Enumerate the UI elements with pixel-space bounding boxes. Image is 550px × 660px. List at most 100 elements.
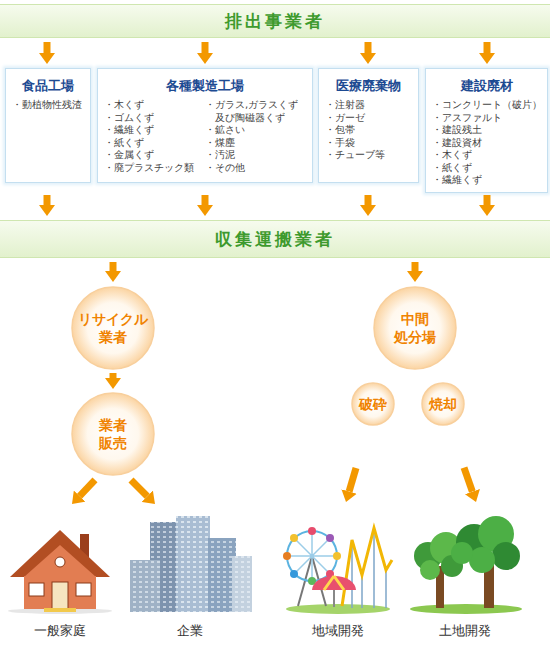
building-windows xyxy=(232,556,252,612)
process-circle: リサイクル 業者 xyxy=(71,286,155,370)
circle-shape xyxy=(374,287,456,369)
wheel-car xyxy=(283,552,291,560)
destination-label-wrap: 一般家庭 xyxy=(10,622,110,639)
destination-node: 土地開発 xyxy=(410,512,520,642)
waste-item: ・建設残土 xyxy=(432,124,542,137)
tree-leaves xyxy=(469,547,495,573)
source-box: 建設廃材・コンクリート（破片）・アスファルト・建設残土・建設資材・木くず・紙くず… xyxy=(425,68,548,193)
umbrella xyxy=(312,576,356,590)
building xyxy=(130,560,160,612)
item-column: ・動植物性残渣 xyxy=(12,99,82,112)
waste-item: ・チューブ等 xyxy=(325,149,385,162)
umbrella-stripes xyxy=(324,576,344,590)
circle-shape xyxy=(72,287,154,369)
flow-arrow xyxy=(202,195,209,205)
circle-shape xyxy=(422,383,464,425)
destination-node: 企業 xyxy=(130,512,250,642)
house-illustration xyxy=(8,530,112,614)
process-circle: 中間 処分場 xyxy=(373,286,457,370)
building-windows xyxy=(130,560,160,612)
house-shadow xyxy=(8,608,112,614)
house-roof xyxy=(10,530,110,577)
circle-shape xyxy=(352,383,394,425)
band-label: 排出事業者 xyxy=(225,11,325,31)
waste-item: ・アスファルト xyxy=(432,112,542,125)
item-column: ・コンクリート（破片）・アスファルト・建設残土・建設資材・木くず・紙くず・繊維く… xyxy=(432,99,542,187)
source-box: 各種製造工場・木くず・ゴムくず・繊維くず・紙くず・金属くず・廃プラスチック類・ガ… xyxy=(97,68,313,183)
waste-item: ・鉱さい xyxy=(205,124,310,137)
waste-item: ・その他 xyxy=(205,162,310,175)
destination-node: 地域開発 xyxy=(285,512,391,642)
wheel-car xyxy=(326,534,334,542)
item-column: ・ガラス,ガラスくず 及び陶磁器くず・鉱さい・煤塵・汚泥・その他 xyxy=(205,99,310,174)
wheel-car xyxy=(333,552,341,560)
destination-label: 企業 xyxy=(130,622,250,639)
building xyxy=(232,556,252,612)
waste-item: ・ガーゼ xyxy=(325,112,385,125)
wheel-car xyxy=(290,570,298,578)
box-body: ・動植物性残渣 xyxy=(6,94,90,112)
flow-arrow xyxy=(44,195,51,205)
tree-leaves xyxy=(451,542,473,564)
flow-arrow xyxy=(365,195,372,205)
box-heading-wrap: 建設廃材 xyxy=(426,69,547,94)
flow-arrow xyxy=(464,468,472,492)
box-body: ・コンクリート（破片）・アスファルト・建設残土・建設資材・木くず・紙くず・繊維く… xyxy=(426,94,547,187)
destination-node: 一般家庭 xyxy=(10,512,110,642)
waste-item: ・金属くず xyxy=(104,149,205,162)
flow-arrow xyxy=(131,480,147,496)
waste-item: ・手袋 xyxy=(325,137,385,150)
house-wall xyxy=(24,576,96,609)
building-windows xyxy=(176,516,210,612)
building-windows xyxy=(208,538,236,612)
destination-label-wrap: 地域開発 xyxy=(285,622,391,639)
flow-arrow xyxy=(202,42,209,53)
flow-arrow xyxy=(484,195,491,205)
source-box: 食品工場・動植物性残渣 xyxy=(5,68,91,183)
house-door xyxy=(52,582,68,609)
waste-item: ・木くず xyxy=(432,149,542,162)
circle-text-wrap: 中間 処分場 xyxy=(390,310,440,346)
waste-item: ・紙くず xyxy=(104,137,205,150)
waste-item: ・煤塵 xyxy=(205,137,310,150)
ferris-wheel xyxy=(287,531,337,581)
waste-item: ・紙くず xyxy=(432,162,542,175)
flow-arrow xyxy=(484,42,491,53)
flow-arrow xyxy=(44,42,51,53)
coaster-track xyxy=(342,528,392,606)
circle-text-wrap: リサイクル 業者 xyxy=(75,310,151,346)
destination-label-wrap: 土地開発 xyxy=(410,622,520,639)
circle-label: 焼却 xyxy=(423,395,463,413)
destination-label: 土地開発 xyxy=(410,622,520,639)
circle-label: 業者 販売 xyxy=(93,416,133,452)
house-gable xyxy=(24,545,96,577)
wheel-car xyxy=(308,527,316,535)
flow-band: 排出事業者 xyxy=(0,4,550,38)
park-illustration xyxy=(283,527,392,614)
box-heading-wrap: 各種製造工場 xyxy=(98,69,312,94)
band-text-wrap: 排出事業者 xyxy=(225,11,325,31)
box-heading: 各種製造工場 xyxy=(98,78,312,94)
process-circle: 業者 販売 xyxy=(71,392,155,476)
waste-item: ・汚泥 xyxy=(205,149,310,162)
flow-arrow xyxy=(365,42,372,53)
flow-arrow xyxy=(110,262,117,271)
box-heading: 食品工場 xyxy=(6,78,90,94)
circle-label: 破砕 xyxy=(353,395,393,413)
circle-outline xyxy=(71,286,155,370)
item-column: ・注射器・ガーゼ・包帯・手袋・チューブ等 xyxy=(325,99,385,162)
house-step xyxy=(44,608,76,612)
destination-label: 地域開発 xyxy=(285,622,391,639)
box-body: ・木くず・ゴムくず・繊維くず・紙くず・金属くず・廃プラスチック類・ガラス,ガラス… xyxy=(98,94,312,174)
circle-text-wrap: 破砕 xyxy=(353,395,393,413)
wheel-spokes xyxy=(287,531,337,581)
circle-text-wrap: 焼却 xyxy=(423,395,463,413)
box-heading-wrap: 食品工場 xyxy=(6,69,90,94)
waste-item: ・繊維くず xyxy=(104,124,205,137)
circle-label: 中間 処分場 xyxy=(390,310,440,346)
circle-text-wrap: 業者 販売 xyxy=(93,416,133,452)
waste-item: ・建設資材 xyxy=(432,137,542,150)
waste-item: ・注射器 xyxy=(325,99,385,112)
destination-label-wrap: 企業 xyxy=(130,622,250,639)
